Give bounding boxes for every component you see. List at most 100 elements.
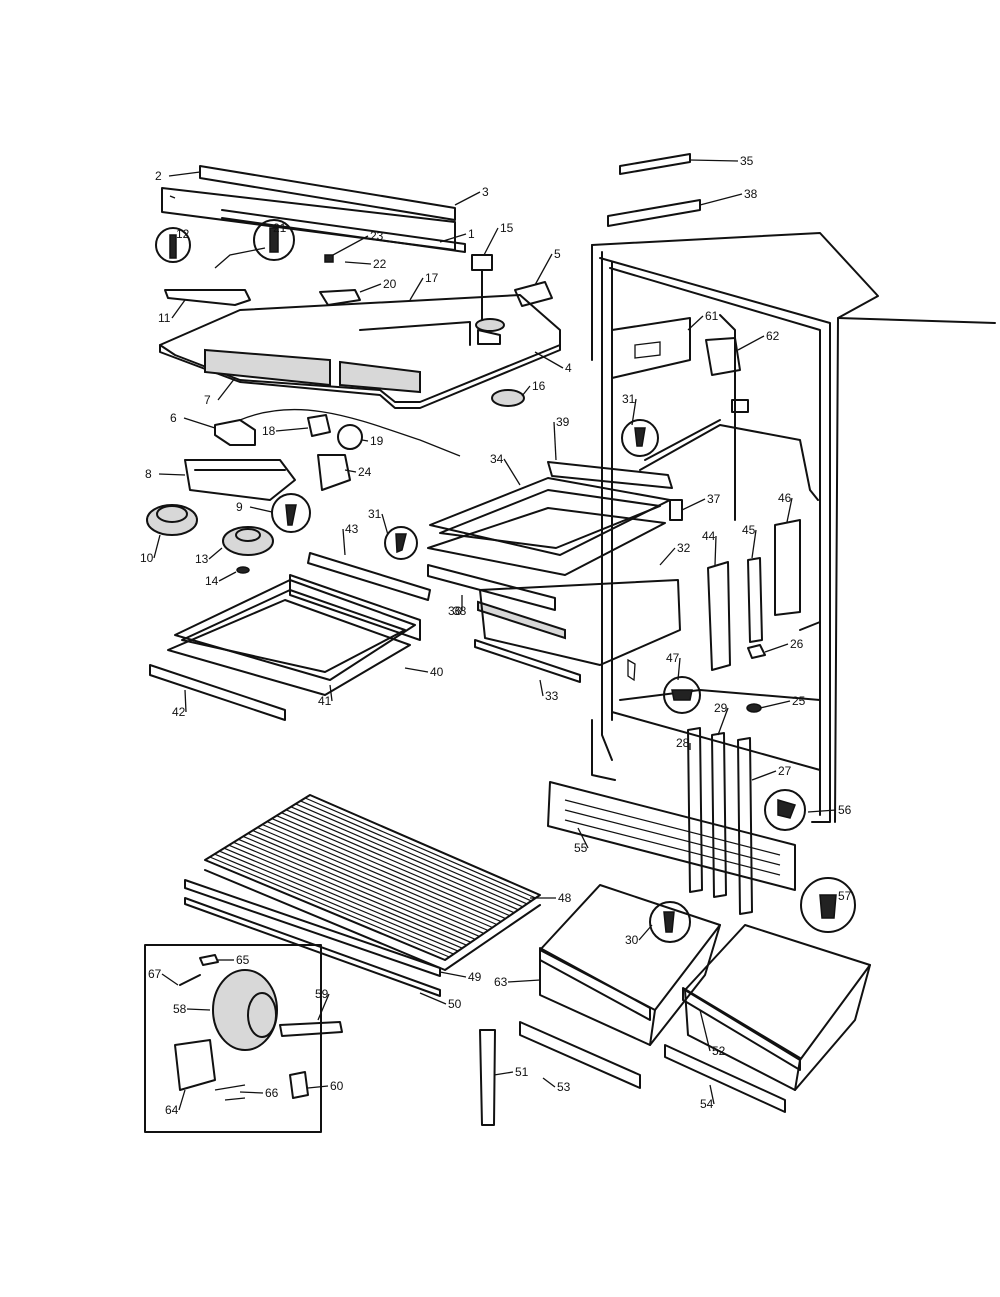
leader-line-c23 xyxy=(332,235,369,256)
leader-line-c61 xyxy=(687,315,704,331)
callout-label-c41: 41 xyxy=(318,694,332,708)
leader-line-c63 xyxy=(507,979,541,983)
callout-label-c52: 52 xyxy=(712,1044,726,1058)
callout-label-c44: 44 xyxy=(702,529,716,543)
leader-line-c55 xyxy=(577,827,589,849)
callout-label-c39: 39 xyxy=(556,415,570,429)
callout-label-c40: 40 xyxy=(430,665,444,679)
callout-label-c32: 32 xyxy=(677,541,691,555)
leader-line-c14 xyxy=(218,571,237,582)
trim-strip-2 xyxy=(199,165,456,221)
leader-line-c31a xyxy=(381,513,389,536)
leader-line-c10 xyxy=(153,534,161,559)
callout-label-c19: 19 xyxy=(370,434,384,448)
wire-shelf-48 xyxy=(184,794,541,997)
shelf-trim-43 xyxy=(307,552,431,601)
callout-label-c64: 64 xyxy=(165,1103,179,1117)
leader-line-c62 xyxy=(737,335,765,351)
detail-circle-31-right xyxy=(621,419,659,457)
callout-leaders xyxy=(153,159,837,1111)
callout-label-c54: 54 xyxy=(700,1097,714,1111)
trim-35 xyxy=(619,153,691,175)
crisper-52 xyxy=(684,924,871,1061)
callout-label-c17: 17 xyxy=(425,271,439,285)
callout-label-c10: 10 xyxy=(140,551,154,565)
callout-label-c6: 6 xyxy=(170,411,177,425)
leader-line-c3 xyxy=(454,191,481,206)
middle-shelf-assembly xyxy=(149,526,431,721)
leader-line-c42 xyxy=(184,689,187,713)
callout-label-c29: 29 xyxy=(714,701,728,715)
callout-label-c50: 50 xyxy=(448,997,462,1011)
detail-circle-12 xyxy=(155,227,191,263)
leader-line-c44 xyxy=(714,535,717,566)
screw-25 xyxy=(746,703,762,713)
leader-line-c49 xyxy=(439,971,467,978)
callout-label-c57: 57 xyxy=(838,889,852,903)
callout-label-c37: 37 xyxy=(707,492,721,506)
callout-label-c53: 53 xyxy=(557,1080,571,1094)
callout-label-c11: 11 xyxy=(158,311,171,325)
callout-label-c15: 15 xyxy=(500,221,514,235)
part-20 xyxy=(319,289,361,306)
callout-label-c24: 24 xyxy=(358,465,372,479)
leader-line-c9 xyxy=(249,506,273,513)
leader-line-c26 xyxy=(764,643,789,653)
rail-28 xyxy=(687,727,703,893)
callout-label-c62: 62 xyxy=(766,329,780,343)
leader-line-c29 xyxy=(717,707,729,736)
thermostat-6 xyxy=(214,419,256,446)
callout-label-c45: 45 xyxy=(742,523,756,537)
detail-circle-31-left xyxy=(384,526,418,560)
callout-label-c12: 12 xyxy=(176,227,190,241)
thermostat-components xyxy=(146,408,461,574)
leader-line-c59 xyxy=(317,993,330,1021)
leader-line-c16 xyxy=(521,385,531,397)
detail-circle-30 xyxy=(649,901,691,943)
callout-label-c36: 36 xyxy=(448,604,462,618)
leader-line-c46 xyxy=(786,497,793,523)
knob-15 xyxy=(471,254,493,271)
part-16 xyxy=(491,389,525,407)
duct-44 xyxy=(707,561,731,671)
trim-strip-3 xyxy=(161,187,456,251)
callout-label-c9: 9 xyxy=(236,500,243,514)
callout-label-c4: 4 xyxy=(565,361,572,375)
crisper-drawers xyxy=(519,884,871,1113)
lamp-socket-18 xyxy=(307,414,331,437)
clip-60 xyxy=(289,1071,309,1099)
rail-27 xyxy=(737,737,753,915)
bracket-62 xyxy=(705,337,741,376)
leader-line-c22 xyxy=(344,261,372,265)
detail-circle-57 xyxy=(800,877,856,933)
leader-line-c2 xyxy=(168,171,201,177)
callout-label-c13: 13 xyxy=(195,552,209,566)
leader-line-c66 xyxy=(239,1091,264,1094)
leader-line-c60 xyxy=(307,1085,329,1089)
shelf-trim-42 xyxy=(149,664,286,721)
callout-label-c21: 21 xyxy=(273,221,287,235)
callout-label-c28: 28 xyxy=(676,736,690,750)
leader-line-c64 xyxy=(178,1089,186,1111)
callout-label-c38a: 38 xyxy=(744,187,758,201)
callout-label-c18: 18 xyxy=(262,424,276,438)
drawer-trim-33 xyxy=(474,639,581,683)
leader-line-c17 xyxy=(409,277,424,301)
leader-line-c27 xyxy=(751,770,777,781)
leader-line-c38a xyxy=(699,193,743,206)
callout-label-c35: 35 xyxy=(740,154,754,168)
callout-label-c51: 51 xyxy=(515,1065,529,1079)
leader-line-c11 xyxy=(171,299,186,319)
upper-shelf-assembly xyxy=(427,461,683,683)
leader-line-c39 xyxy=(553,421,557,461)
part-46 xyxy=(774,519,801,616)
shelf-rail-49 xyxy=(184,879,441,977)
leader-line-c67 xyxy=(161,973,179,986)
leader-line-c24 xyxy=(344,469,357,473)
trim-38-top xyxy=(607,199,701,227)
leader-line-c4 xyxy=(534,351,564,369)
rail-29 xyxy=(711,732,727,898)
leveler-51 xyxy=(479,1029,496,1126)
callout-label-c25: 25 xyxy=(792,694,806,708)
part-14 xyxy=(236,566,250,574)
